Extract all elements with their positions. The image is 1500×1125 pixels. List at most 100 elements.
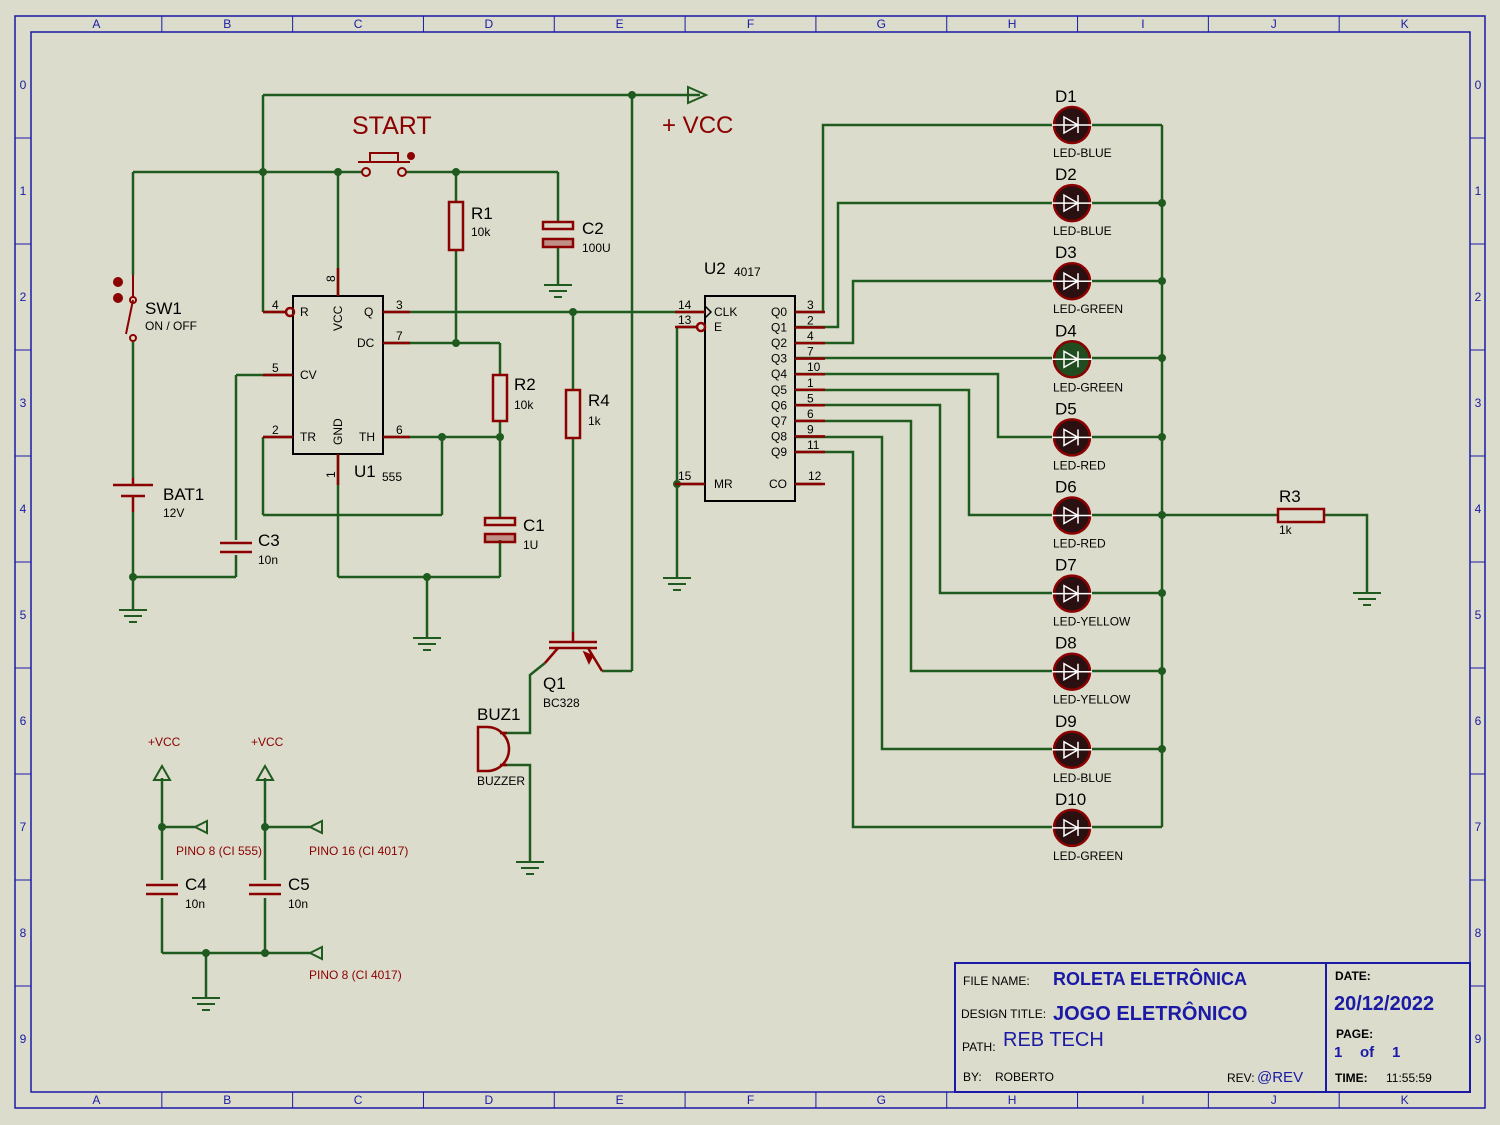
- led-value: LED-BLUE: [1053, 771, 1112, 785]
- buz1-ref: BUZ1: [477, 705, 520, 724]
- r1-resistor-symbol: [447, 200, 465, 252]
- led-value: LED-RED: [1053, 537, 1106, 551]
- diode-icon: [1063, 428, 1080, 447]
- frame-row-label: 3: [1475, 396, 1482, 410]
- frame-row-label: 4: [20, 502, 27, 516]
- u2-output-number: 3: [807, 298, 814, 312]
- led-value: LED-BLUE: [1053, 146, 1112, 160]
- u2-output-pin: Q7: [771, 414, 787, 428]
- r1-value: 10k: [471, 225, 491, 239]
- frame-col-label: H: [1008, 17, 1017, 31]
- c5-value: 10n: [288, 897, 308, 911]
- frame-row-label: 7: [20, 820, 27, 834]
- sw1-ref: SW1: [145, 299, 182, 318]
- ground-icon: [192, 997, 220, 1011]
- frame-col-label: G: [877, 17, 886, 31]
- r2-value: 10k: [514, 398, 534, 412]
- frame-col-label: D: [485, 17, 494, 31]
- c4-value: 10n: [185, 897, 205, 911]
- frame-col-label: I: [1141, 17, 1144, 31]
- u1-num-5: 5: [272, 361, 279, 375]
- diode-icon: [1063, 662, 1080, 681]
- led-ref: D9: [1055, 712, 1077, 731]
- u2-pin-clk: CLK: [714, 305, 737, 319]
- u1-num-8: 8: [324, 275, 338, 282]
- start-button-symbol: [358, 152, 415, 177]
- pin-label-4017-8: PINO 8 (CI 4017): [309, 968, 402, 982]
- u2-output-number: 4: [807, 329, 814, 343]
- led-ref: D8: [1055, 634, 1077, 653]
- led-value: LED-BLUE: [1053, 224, 1112, 238]
- u2-output-number: 2: [807, 314, 814, 328]
- path-value: REB TECH: [1003, 1029, 1104, 1051]
- u2-output-pin: Q0: [771, 305, 787, 319]
- c4-ref: C4: [185, 875, 207, 894]
- date-label: DATE:: [1335, 969, 1371, 983]
- frame-row-label: 0: [1475, 78, 1482, 92]
- u1-pin-q: Q: [364, 305, 373, 319]
- date-value: 20/12/2022: [1334, 993, 1434, 1015]
- diode-icon: [1063, 115, 1080, 135]
- c2-value: 100U: [582, 241, 611, 255]
- led-ref: D3: [1055, 243, 1077, 262]
- u2-output-number: 11: [807, 438, 820, 452]
- design-title: JOGO ELETRÔNICO: [1053, 1001, 1247, 1025]
- pwr-vcc-2-label: +VCC: [251, 735, 284, 749]
- diode-icon: [1063, 193, 1080, 213]
- u2-num-15: 15: [678, 469, 692, 483]
- led-ref: D7: [1055, 556, 1077, 575]
- u1-num-1: 1: [324, 471, 338, 478]
- led-value: LED-GREEN: [1053, 380, 1123, 394]
- page-of: of: [1360, 1044, 1375, 1061]
- u2-pin-e: E: [714, 320, 722, 334]
- buz1-value: BUZZER: [477, 774, 525, 788]
- frame-row-label: 7: [1475, 820, 1482, 834]
- ground-icon: [119, 609, 147, 623]
- led-ref: D4: [1055, 321, 1077, 340]
- c2-ref: C2: [582, 219, 604, 238]
- u1-num-3: 3: [396, 298, 403, 312]
- frame-row-label: 4: [1475, 502, 1482, 516]
- u2-value: 4017: [734, 265, 761, 279]
- led-ref: D1: [1055, 87, 1077, 106]
- file-name: ROLETA ELETRÔNICA: [1053, 968, 1247, 989]
- u2-output-number: 7: [807, 345, 814, 359]
- r2-ref: R2: [514, 375, 536, 394]
- frame-col-label: F: [747, 1093, 754, 1107]
- u2-output-pin: Q8: [771, 429, 787, 443]
- frame-col-label: J: [1271, 17, 1277, 31]
- battery-symbol: [113, 478, 153, 512]
- led-value: LED-YELLOW: [1053, 693, 1131, 707]
- sw1-switch-symbol: [113, 275, 137, 342]
- sw1-value: ON / OFF: [145, 319, 197, 333]
- rev-value: @REV: [1257, 1069, 1303, 1086]
- u1-pin-dc: DC: [357, 336, 375, 350]
- r3-value: 1k: [1279, 523, 1293, 537]
- u1-pin-r: R: [300, 305, 309, 319]
- u2-output-pin: Q1: [771, 321, 787, 335]
- r4-value: 1k: [588, 414, 602, 428]
- led-ref: D6: [1055, 478, 1077, 497]
- led-ref: D2: [1055, 165, 1077, 184]
- c2-capacitor-symbol: [541, 220, 575, 249]
- r3-resistor-symbol: [1276, 507, 1326, 524]
- vcc-arrow-icon: [687, 85, 709, 105]
- frame-row-label: 6: [20, 714, 27, 728]
- u2-output-pin: Q4: [771, 367, 787, 381]
- u1-pin-cv: CV: [300, 368, 317, 382]
- u1-pin-th: TH: [359, 430, 375, 444]
- frame-row-label: 2: [1475, 290, 1482, 304]
- ground-icon: [663, 577, 691, 591]
- u2-num-12: 12: [808, 469, 822, 483]
- frame-row-label: 2: [20, 290, 27, 304]
- u1-value: 555: [382, 470, 402, 484]
- c4-capacitor-symbol: [146, 883, 178, 896]
- path-label: PATH:: [962, 1040, 996, 1054]
- ground-icon: [413, 637, 441, 651]
